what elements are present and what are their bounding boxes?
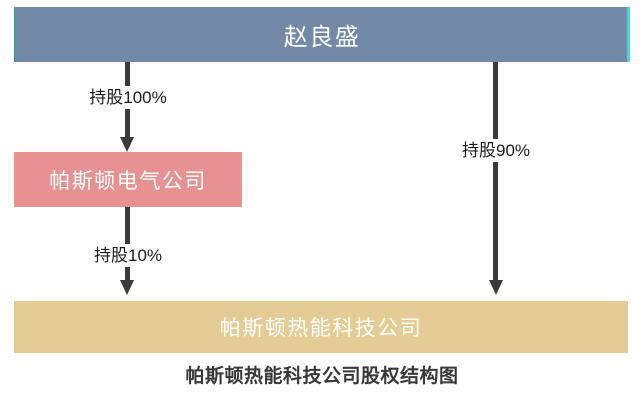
node-thermal-company-label: 帕斯顿热能科技公司 (219, 317, 423, 340)
diagram-caption: 帕斯顿热能科技公司股权结构图 (185, 366, 459, 387)
arrow-down-icon (489, 280, 503, 295)
edge-label-holding-10: 持股10% (89, 244, 167, 267)
node-electric-company: 帕斯顿电气公司 (14, 152, 242, 207)
arrow-down-icon (120, 137, 134, 152)
node-shareholder: 赵良盛 (14, 7, 629, 62)
edge-label-holding-100: 持股100% (85, 86, 171, 109)
arrow-down-icon (120, 280, 134, 295)
node-thermal-company: 帕斯顿热能科技公司 (14, 301, 628, 353)
selection-cursor (627, 7, 630, 62)
edge-label-holding-90: 持股90% (457, 139, 535, 162)
edge-shareholder-to-thermal-line (493, 62, 498, 281)
node-shareholder-label: 赵良盛 (283, 24, 361, 51)
node-electric-company-label: 帕斯顿电气公司 (49, 169, 207, 193)
